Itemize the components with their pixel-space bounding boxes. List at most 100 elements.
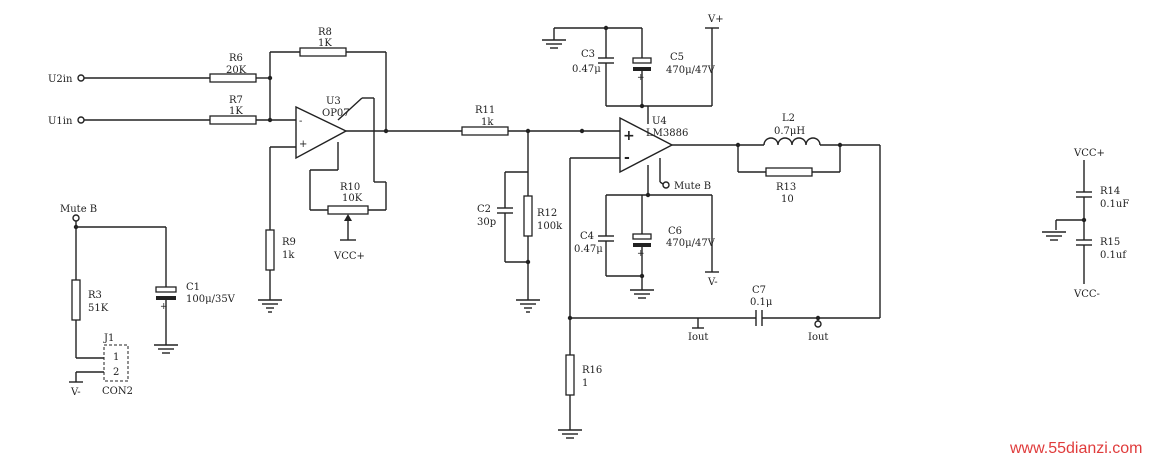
u4-name: U4	[652, 116, 667, 127]
u1in-terminal	[77, 116, 85, 124]
vcc-plus-right-label: VCC+	[1073, 148, 1105, 159]
r9-name: R9	[282, 237, 296, 248]
c1-name: C1	[186, 282, 200, 293]
j1-pin1: 1	[113, 352, 119, 363]
c4-name: C4	[580, 231, 594, 242]
l2-value: 0.7μH	[774, 126, 805, 137]
junction-dot	[73, 224, 79, 230]
capacitor-c1-plate	[156, 296, 176, 300]
c7-name: C7	[752, 285, 766, 296]
resistor-r16	[565, 354, 575, 396]
r9-value: 1k	[282, 250, 295, 261]
ground-symbol	[558, 429, 582, 439]
watermark: www.55dianzi.com	[1009, 440, 1143, 457]
vminus-j1-label: V-	[70, 387, 81, 398]
c3-name: C3	[581, 49, 595, 60]
u3-part: OP07	[322, 108, 350, 119]
j1-pin2: 2	[113, 367, 119, 378]
r7-name: R7	[229, 95, 243, 106]
r8-value: 1K	[318, 38, 332, 49]
vplus-label: V+	[707, 14, 724, 25]
junction-dot	[815, 315, 821, 321]
ground-symbol	[516, 299, 540, 313]
vcc-plus-pot-label: VCC+	[333, 251, 365, 262]
c5-name: C5	[670, 52, 684, 63]
ground-symbol	[630, 289, 654, 299]
iout-terminal	[814, 320, 822, 328]
power-amp-stage: C3 0.47μ + C5 470μ/47V V+ + - U4 LM3886 …	[542, 14, 881, 439]
resistor-r7	[209, 115, 257, 125]
r11-value: 1k	[481, 117, 494, 128]
test-point	[579, 128, 585, 134]
r14-name: R14	[1100, 186, 1120, 197]
coupling-network: R11 1k C2 30p R12 100k	[461, 105, 620, 313]
opamp-u4	[619, 116, 674, 174]
c1-value: 100μ/35V	[186, 294, 236, 305]
junction-dot	[267, 75, 273, 81]
r12-value: 100k	[537, 221, 563, 232]
mute-section: Mute B R3 51K + C1 100μ/35V 1 2 J1 CON2 …	[60, 204, 236, 398]
capacitor-c6-plate	[633, 243, 651, 247]
resistor-r12	[523, 195, 533, 237]
junction-dot	[639, 273, 645, 279]
mute-terminal	[662, 181, 670, 189]
resistor-r3	[71, 279, 81, 321]
mute-u4-label: Mute B	[674, 181, 711, 192]
capacitor-c1	[155, 286, 177, 293]
input-stage: U2in U1in R6 20K R7 1K R8 1K - + U3 OP07	[48, 27, 462, 313]
resistor-r13	[765, 167, 813, 177]
ground-symbol	[542, 39, 566, 49]
vcc-minus-right-label: VCC-	[1073, 289, 1100, 300]
junction-dot	[267, 117, 273, 123]
resistor-r9	[265, 229, 275, 271]
r16-name: R16	[582, 365, 602, 376]
r13-name: R13	[776, 182, 796, 193]
vminus-top-label: V-	[707, 277, 718, 288]
c2-value: 30p	[477, 217, 496, 228]
opamp-u3	[295, 105, 348, 160]
resistor-r11	[461, 126, 509, 136]
connector-j1	[103, 344, 129, 382]
mute-left-label: Mute B	[60, 204, 97, 215]
inductor-l2	[763, 137, 821, 146]
resistor-r8	[299, 47, 347, 57]
r11-name: R11	[475, 105, 495, 116]
r15-value: 0.1uf	[1100, 250, 1127, 261]
c5-value: 470μ/47V	[666, 65, 716, 76]
capacitor-c5-plate	[633, 67, 651, 71]
r3-value: 51K	[88, 303, 109, 314]
j1-name: J1	[103, 333, 114, 344]
r6-value: 20K	[226, 65, 247, 76]
supply-decoupling: VCC+ R14 0.1uF R15 0.1uf VCC-	[1042, 148, 1129, 300]
pot-wiper-arrow	[344, 214, 352, 221]
r6-name: R6	[229, 53, 243, 64]
r10-value: 10K	[342, 193, 363, 204]
u3-plus: +	[299, 139, 307, 150]
u4-plus: +	[623, 128, 635, 144]
c1-polarity: +	[160, 302, 168, 312]
r10-name: R10	[340, 182, 360, 193]
u4-part: LM3886	[646, 128, 688, 139]
junction-dot	[525, 259, 531, 265]
c2-name: C2	[477, 204, 491, 215]
iout-left-label: Iout	[688, 332, 708, 343]
c6-name: C6	[668, 226, 682, 237]
c5-polarity: +	[637, 73, 645, 83]
capacitor-c6	[632, 233, 652, 240]
wire	[659, 181, 664, 185]
r15-name: R15	[1100, 237, 1120, 248]
c6-polarity: +	[637, 249, 645, 259]
u2in-label: U2in	[48, 74, 73, 85]
junction-dot	[639, 103, 645, 109]
r16-value: 1	[582, 378, 588, 389]
c3-value: 0.47μ	[572, 64, 601, 75]
c7-value: 0.1μ	[750, 297, 773, 308]
wire	[337, 97, 363, 121]
u1in-label: U1in	[48, 116, 73, 127]
r7-value: 1K	[229, 106, 243, 117]
ground-symbol	[154, 344, 178, 354]
capacitor-c5	[632, 57, 652, 64]
u4-minus: -	[624, 150, 630, 166]
r14-value: 0.1uF	[1100, 199, 1129, 210]
